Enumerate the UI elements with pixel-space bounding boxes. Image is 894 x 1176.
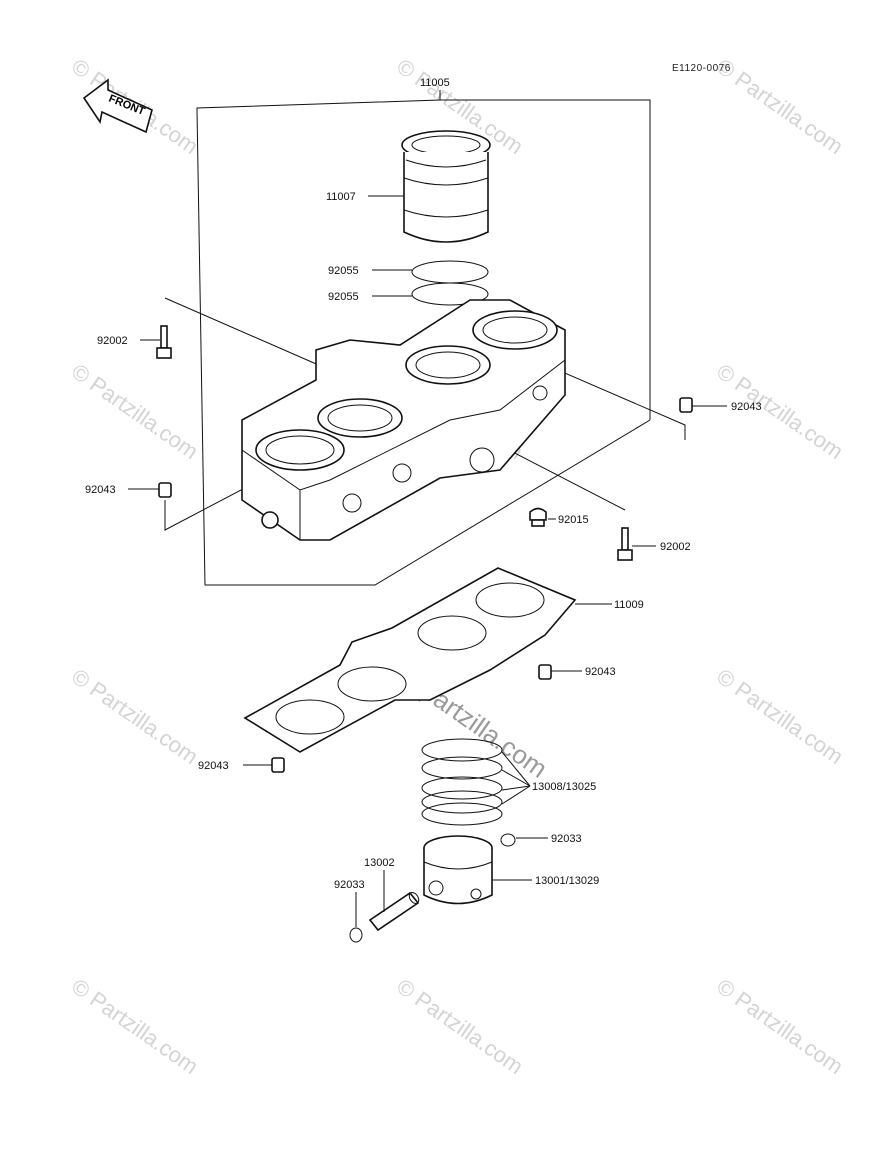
dowel-pin-left[interactable] bbox=[158, 482, 172, 498]
watermark: © Partzilla.com bbox=[67, 974, 203, 1080]
circlip-left[interactable] bbox=[349, 927, 363, 943]
part-label-92033-right[interactable]: 92033 bbox=[551, 833, 582, 845]
stud-bolt-right[interactable] bbox=[617, 527, 633, 561]
watermark: © Partzilla.com bbox=[392, 974, 528, 1080]
dowel-pin-right[interactable] bbox=[679, 397, 693, 413]
diagram-ref-code: E1120-0076 bbox=[672, 63, 731, 74]
watermark: © Partzilla.com bbox=[712, 54, 848, 160]
watermark: © Partzilla.com bbox=[712, 664, 848, 770]
piston[interactable] bbox=[423, 835, 493, 905]
part-label-92033-left[interactable]: 92033 bbox=[334, 879, 365, 891]
plug[interactable] bbox=[529, 507, 547, 527]
part-label-92043-left[interactable]: 92043 bbox=[85, 484, 116, 496]
cylinder-liner[interactable] bbox=[401, 130, 491, 243]
part-label-92043-gasket-right[interactable]: 92043 bbox=[585, 666, 616, 678]
piston-rings[interactable] bbox=[421, 738, 503, 826]
part-label-92043-gasket-left[interactable]: 92043 bbox=[198, 760, 229, 772]
part-label-92055-lower[interactable]: 92055 bbox=[328, 291, 359, 303]
o-rings[interactable] bbox=[411, 260, 489, 306]
stud-bolt-left[interactable] bbox=[156, 325, 172, 359]
part-label-92055-upper[interactable]: 92055 bbox=[328, 265, 359, 277]
watermark: © Partzilla.com bbox=[67, 359, 203, 465]
part-label-13002[interactable]: 13002 bbox=[364, 857, 395, 869]
part-label-92043-right[interactable]: 92043 bbox=[731, 401, 762, 413]
cylinder-gasket[interactable] bbox=[243, 567, 577, 753]
part-label-92015[interactable]: 92015 bbox=[558, 514, 589, 526]
assembly-bracket bbox=[196, 90, 651, 586]
circlip-right[interactable] bbox=[500, 833, 516, 847]
part-label-92002-right[interactable]: 92002 bbox=[660, 541, 691, 553]
piston-pin[interactable] bbox=[368, 891, 421, 932]
part-label-13001-13029[interactable]: 13001/13029 bbox=[535, 875, 599, 887]
watermark: © Partzilla.com bbox=[67, 664, 203, 770]
part-label-92002-left[interactable]: 92002 bbox=[97, 335, 128, 347]
dowel-pin-gasket-right[interactable] bbox=[538, 664, 552, 680]
part-label-11009[interactable]: 11009 bbox=[614, 599, 644, 611]
dowel-pin-gasket-left[interactable] bbox=[271, 757, 285, 773]
part-label-13008-13025[interactable]: 13008/13025 bbox=[532, 781, 596, 793]
part-label-11007[interactable]: 11007 bbox=[326, 191, 356, 203]
watermark: © Partzilla.com bbox=[712, 974, 848, 1080]
part-label-11005[interactable]: 11005 bbox=[420, 77, 450, 89]
cylinder-block[interactable] bbox=[241, 299, 566, 541]
